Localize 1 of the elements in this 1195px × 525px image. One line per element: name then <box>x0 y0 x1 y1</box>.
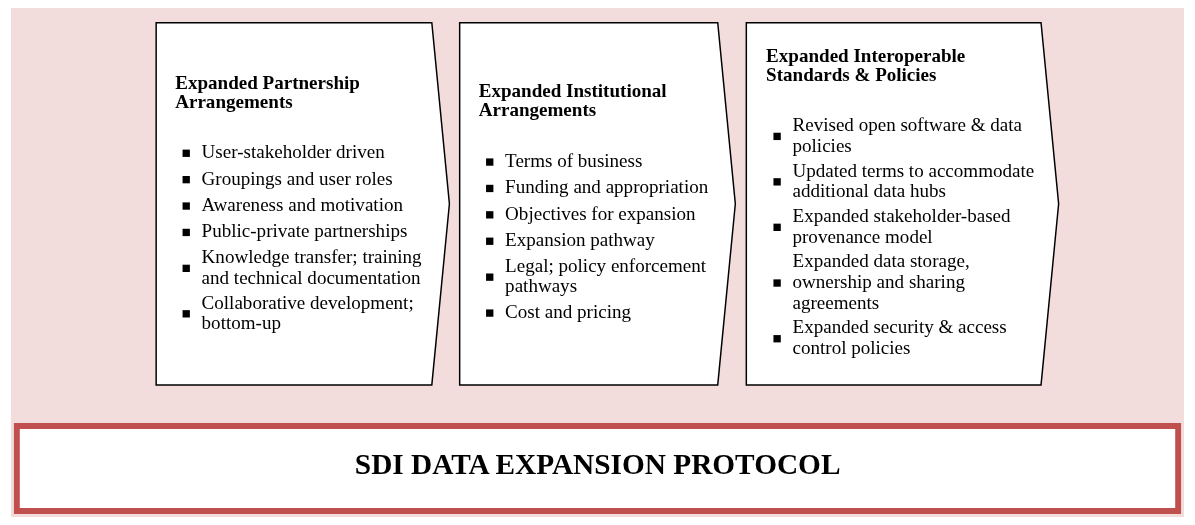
node-box: SDI DATA EXPANSION PROTOCOL <box>13 423 1182 514</box>
